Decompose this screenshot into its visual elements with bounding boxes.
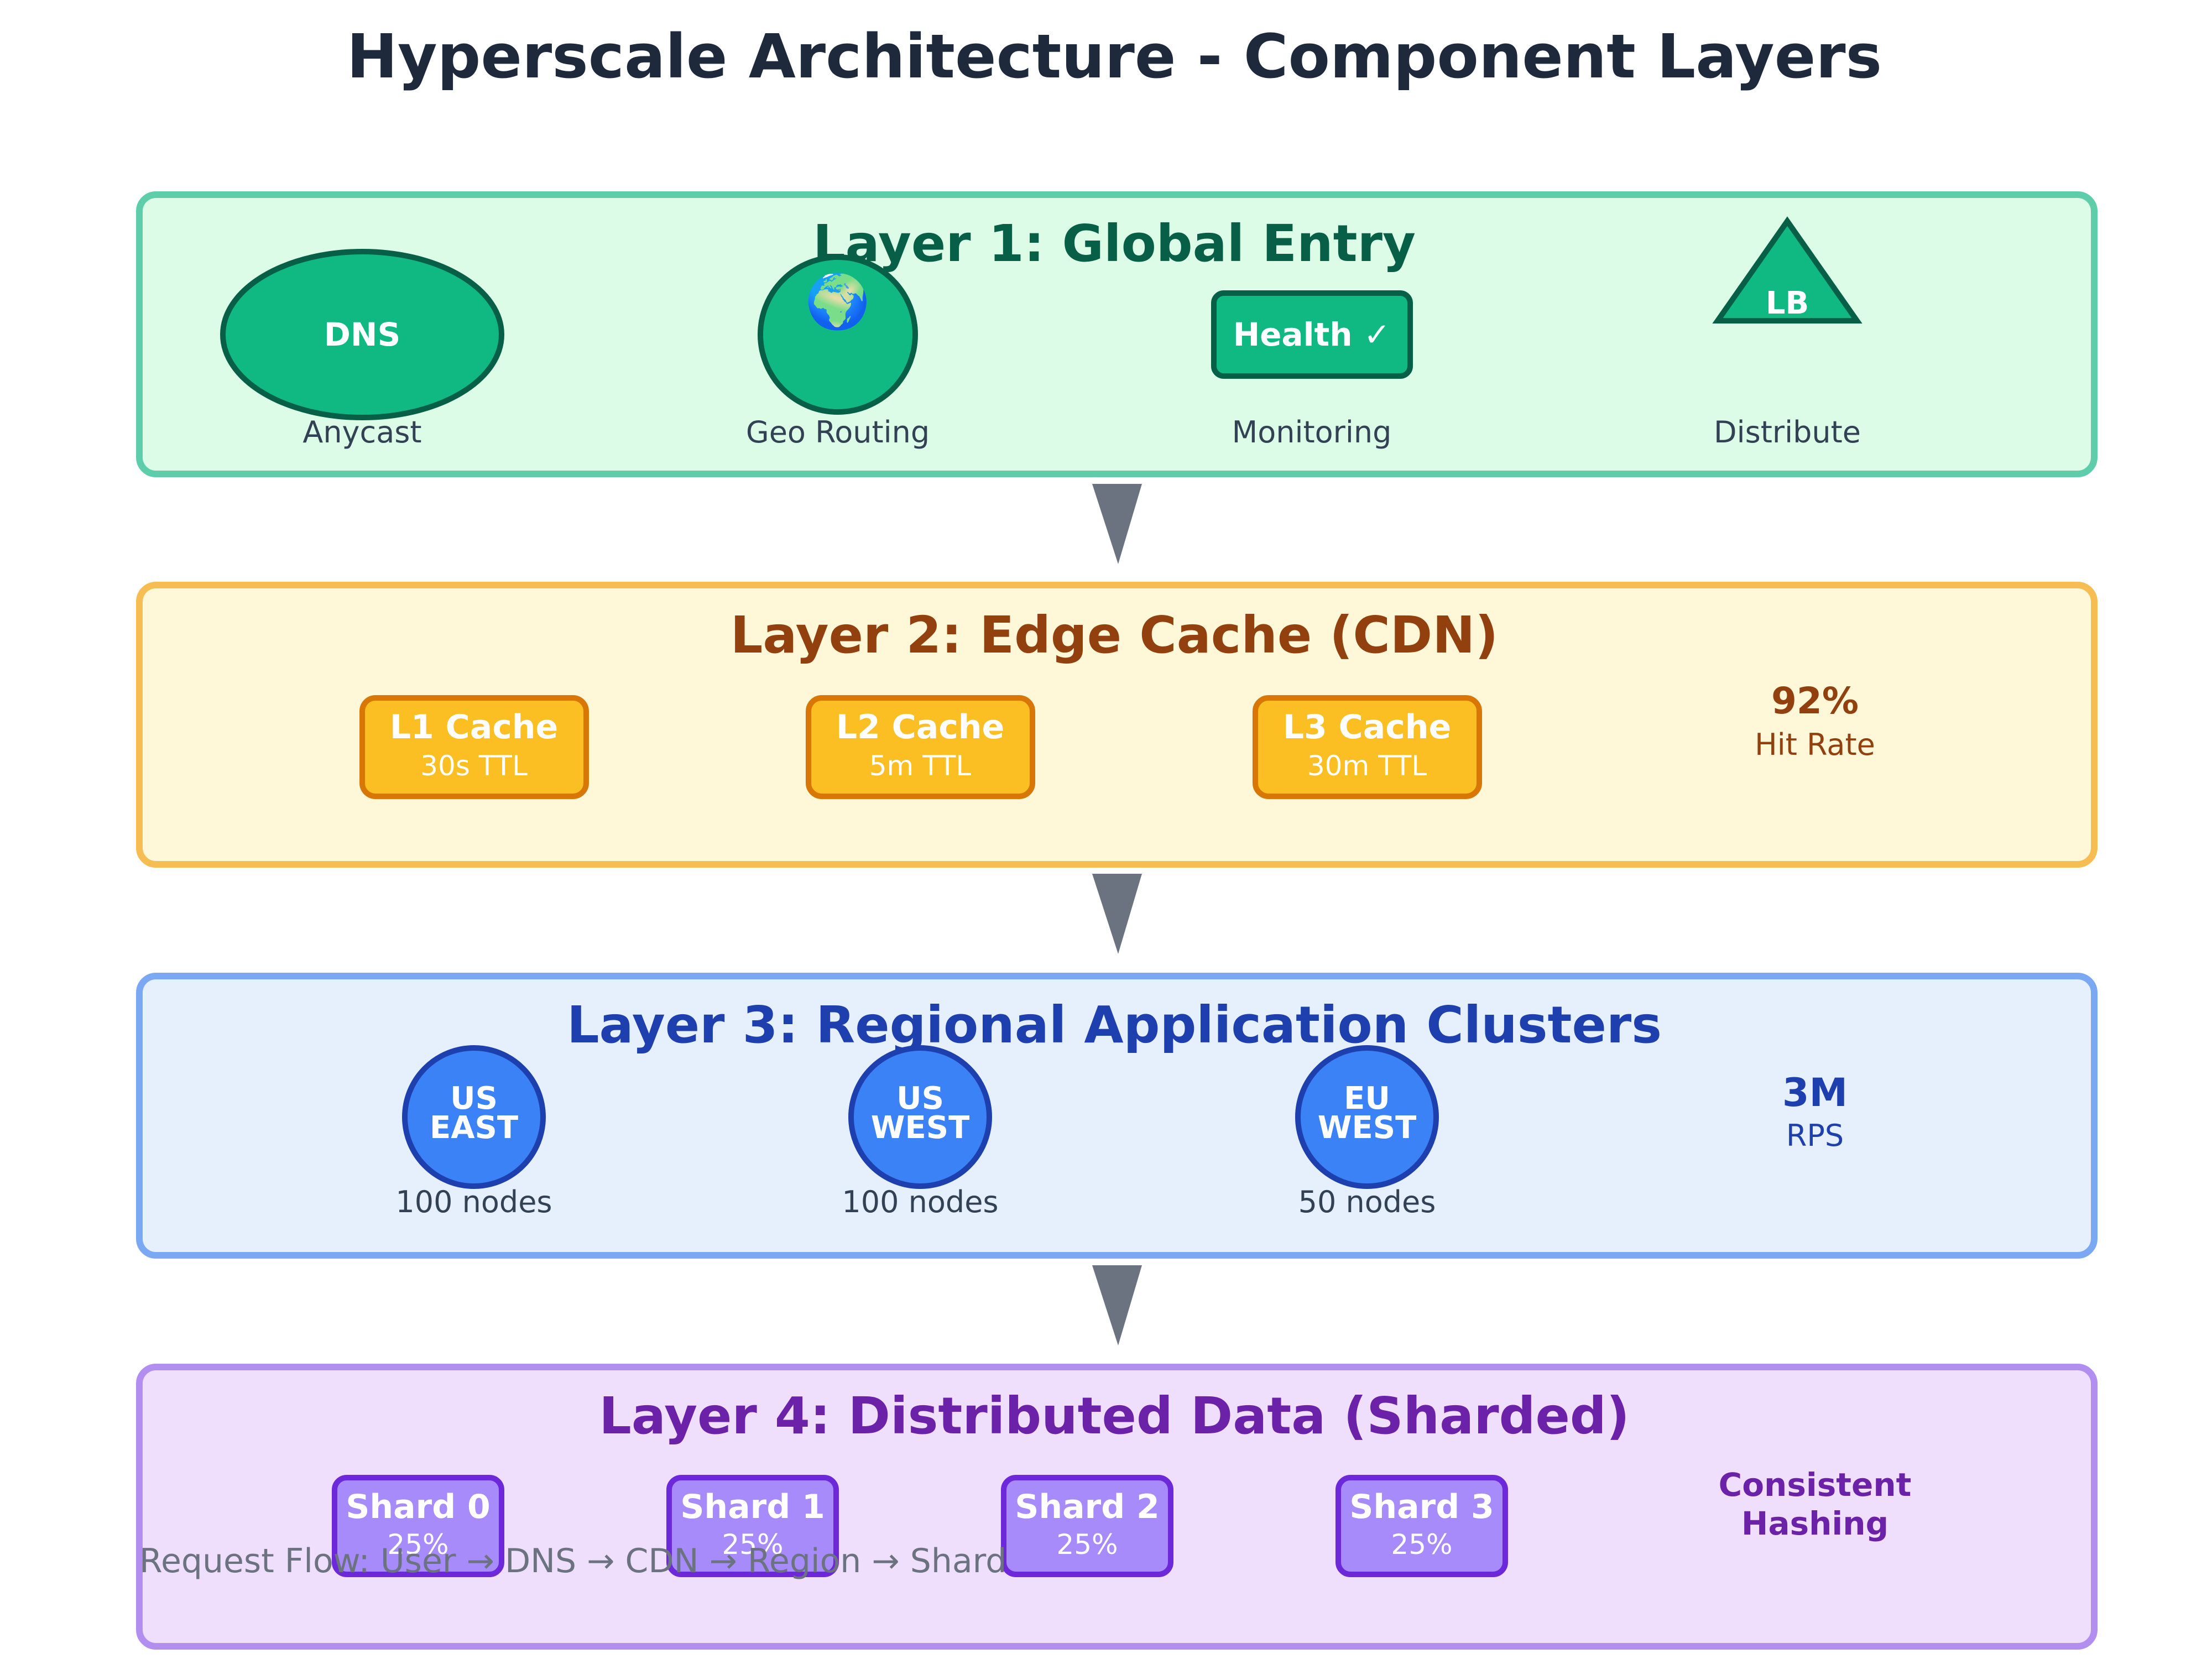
l3-cache-rect <box>1253 695 1482 799</box>
shard-0-rect <box>332 1475 504 1577</box>
consistent-hashing-line1: Consistent <box>1719 1466 1912 1504</box>
l1-cache-ttl: 30s TTL <box>420 750 528 782</box>
shard-1-pct: 25% <box>722 1528 783 1561</box>
distribute-caption: Distribute <box>1714 415 1861 450</box>
consistent-hashing-line2: Hashing <box>1741 1505 1888 1542</box>
us-west-nodes: 100 nodes <box>842 1185 998 1219</box>
rps-value: 3M <box>1782 1070 1848 1115</box>
lb-triangle <box>1712 216 1863 324</box>
shard-3-pct: 25% <box>1391 1528 1452 1561</box>
layer-3-title: Layer 3: Regional Application Clusters <box>567 995 1662 1055</box>
dns-node: DNS <box>220 249 504 420</box>
l1-cache-box: L1 Cache 30s TTL <box>359 695 589 799</box>
health-box <box>1211 290 1413 379</box>
shard-1-box: Shard 1 25% <box>666 1475 839 1577</box>
dns-label: DNS <box>324 316 400 353</box>
layer-2-edge-cache: Layer 2: Edge Cache (CDN) L1 Cache 30s T… <box>136 582 2098 868</box>
shard-2-pct: 25% <box>1056 1528 1118 1561</box>
layer-3-panel <box>136 973 2098 1259</box>
geo-routing-node: 🌍 <box>758 254 918 415</box>
l2-cache-box: L2 Cache 5m TTL <box>806 695 1035 799</box>
l3-cache-label: L3 Cache <box>1283 708 1451 747</box>
layer-2-panel <box>136 582 2098 868</box>
geo-routing-caption: Geo Routing <box>746 415 930 450</box>
shard-0-box: Shard 0 25% <box>332 1475 504 1577</box>
shard-3-box: Shard 3 25% <box>1335 1475 1508 1577</box>
shard-3-label: Shard 3 <box>1349 1488 1494 1526</box>
eu-west-line2: WEST <box>1318 1110 1417 1146</box>
us-west-line2: WEST <box>871 1110 970 1146</box>
layer-1-global-entry: Layer 1: Global Entry DNS Anycast 🌍 Geo … <box>136 191 2098 477</box>
us-east-nodes: 100 nodes <box>395 1185 552 1219</box>
us-east-line2: EAST <box>430 1110 518 1146</box>
l2-cache-ttl: 5m TTL <box>869 750 972 782</box>
shard-2-label: Shard 2 <box>1015 1488 1160 1526</box>
l3-cache-ttl: 30m TTL <box>1307 750 1427 782</box>
l3-cache-box: L3 Cache 30m TTL <box>1253 695 1482 799</box>
health-node: Health ✓ <box>1211 290 1413 379</box>
shard-1-rect <box>666 1475 839 1577</box>
shard-3-rect <box>1335 1475 1508 1577</box>
hit-rate-label: Hit Rate <box>1755 727 1875 762</box>
layer-1-panel <box>136 191 2098 477</box>
eu-west-circle <box>1295 1045 1439 1189</box>
layer-3-regional-clusters: Layer 3: Regional Application Clusters U… <box>136 973 2098 1259</box>
rps-label: RPS <box>1786 1118 1844 1153</box>
dns-ellipse <box>220 249 504 420</box>
request-flow-footer: Request Flow: User → DNS → CDN → Region … <box>139 1542 1006 1580</box>
globe-icon: 🌍 <box>805 272 870 332</box>
region-eu-west: EU WEST <box>1295 1045 1439 1189</box>
us-west-circle <box>848 1045 992 1189</box>
globe-circle <box>758 254 918 415</box>
flow-arrow-2 <box>1092 874 1142 954</box>
shard-0-label: Shard 0 <box>346 1488 491 1526</box>
dns-caption: Anycast <box>302 415 421 450</box>
monitoring-caption: Monitoring <box>1232 415 1392 450</box>
region-us-east: US EAST <box>402 1045 546 1189</box>
lb-node: LB <box>1712 216 1863 324</box>
l2-cache-rect <box>806 695 1035 799</box>
layer-2-title: Layer 2: Edge Cache (CDN) <box>731 606 1499 665</box>
us-west-line1: US <box>896 1081 944 1117</box>
eu-west-line1: EU <box>1344 1081 1390 1117</box>
shard-0-pct: 25% <box>387 1528 448 1561</box>
us-east-line1: US <box>450 1081 498 1117</box>
flow-arrow-1 <box>1092 484 1142 564</box>
lb-label: LB <box>1766 285 1809 321</box>
l1-cache-label: L1 Cache <box>390 708 558 747</box>
hit-rate-value: 92% <box>1771 680 1859 722</box>
us-east-circle <box>402 1045 546 1189</box>
flow-arrow-3 <box>1092 1265 1142 1345</box>
region-us-west: US WEST <box>848 1045 992 1189</box>
health-label: Health ✓ <box>1233 316 1391 353</box>
shard-1-label: Shard 1 <box>680 1488 825 1526</box>
shard-2-box: Shard 2 25% <box>1001 1475 1173 1577</box>
shard-2-rect <box>1001 1475 1173 1577</box>
layer-1-title: Layer 1: Global Entry <box>813 214 1416 273</box>
layer-4-distributed-data: Layer 4: Distributed Data (Sharded) Shar… <box>136 1364 2098 1650</box>
l1-cache-rect <box>359 695 589 799</box>
eu-west-nodes: 50 nodes <box>1298 1185 1436 1219</box>
layer-4-title: Layer 4: Distributed Data (Sharded) <box>599 1386 1630 1446</box>
page-title: Hyperscale Architecture - Component Laye… <box>347 21 1882 92</box>
l2-cache-label: L2 Cache <box>836 708 1004 747</box>
